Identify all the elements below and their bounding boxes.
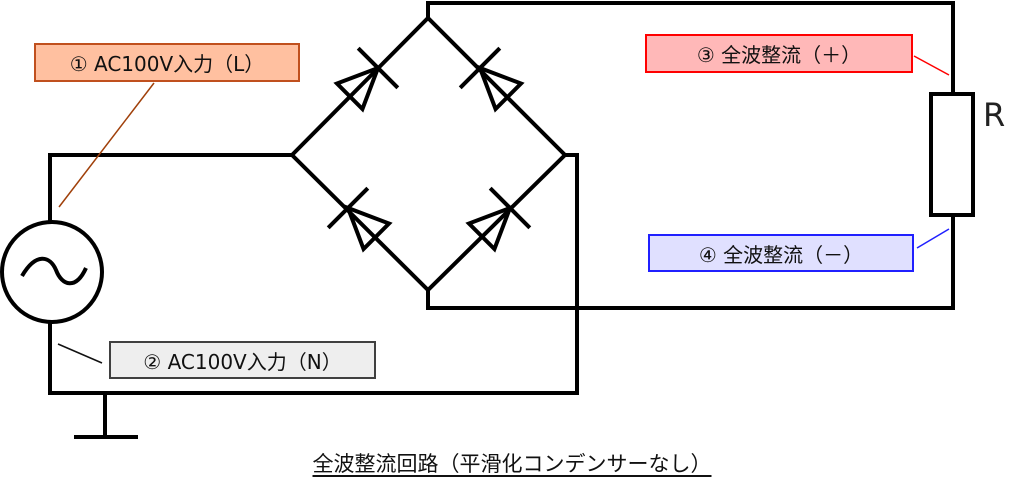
diode-bottom-left <box>326 186 393 253</box>
wire-top-to-resistor <box>426 1 955 95</box>
ac-source-icon <box>0 220 104 324</box>
wire-neutral <box>48 153 579 395</box>
diode-bottom-right <box>465 186 532 253</box>
leader-minus <box>916 228 950 249</box>
wire-live <box>48 153 292 222</box>
leader-l <box>58 82 155 208</box>
label-ac-input-l: ① AC100V入力（L） <box>34 43 300 82</box>
diagram-title-text: 全波整流回路（平滑化コンデンサーなし） <box>312 452 712 476</box>
bridge-rectifier <box>289 15 568 293</box>
label-ac-input-n: ② AC100V入力（N） <box>109 341 376 379</box>
resistor-label: R <box>983 96 1006 134</box>
diagram-title: 全波整流回路（平滑化コンデンサーなし） <box>0 448 1024 478</box>
leader-plus <box>913 55 950 76</box>
diode-top-left <box>333 46 400 113</box>
label-rectified-minus: ④ 全波整流（－） <box>648 234 914 272</box>
wire-resistor-to-bottom <box>426 215 955 310</box>
resistor <box>929 92 975 217</box>
leader-n <box>57 343 103 364</box>
diode-top-right <box>458 46 525 113</box>
sine-wave-icon <box>20 256 88 286</box>
label-rectified-plus: ③ 全波整流（＋） <box>645 34 913 73</box>
